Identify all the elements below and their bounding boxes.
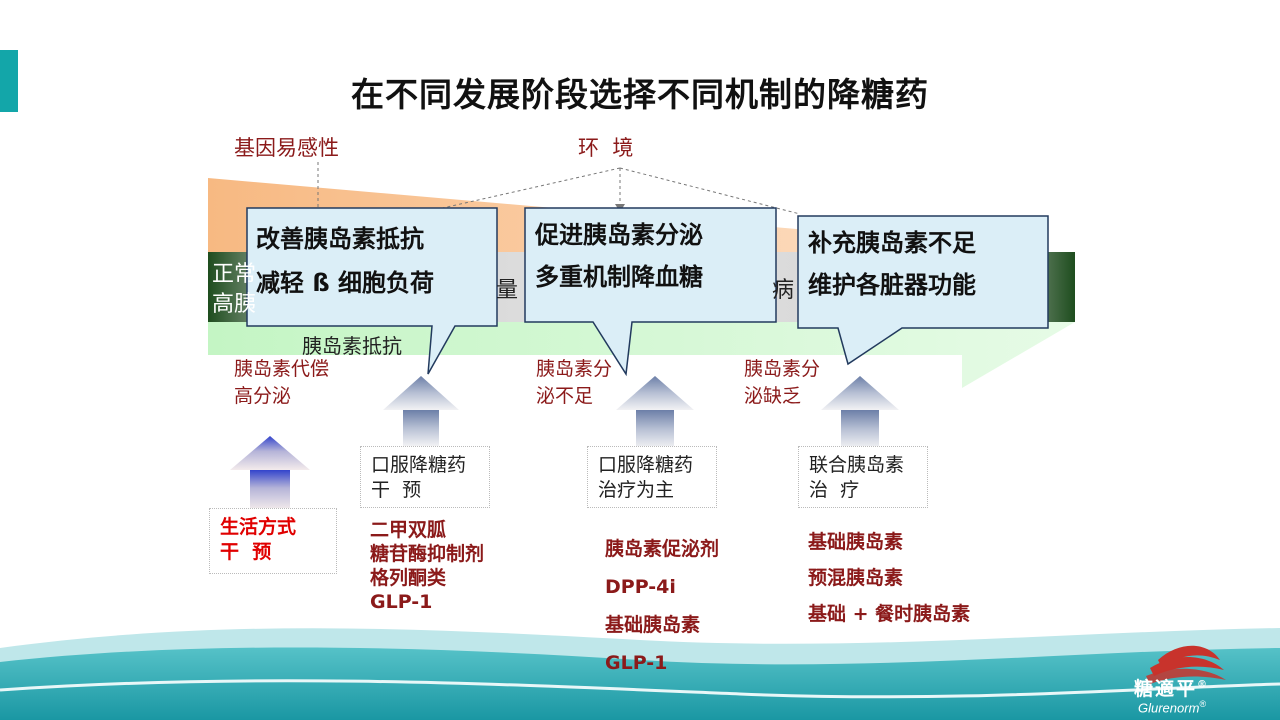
drug-list-oral-intervention: 二甲双胍 糖苷酶抑制剂 格列酮类 GLP-1 — [370, 518, 484, 614]
wave-main — [0, 647, 1280, 720]
wave-white-line — [0, 679, 1280, 699]
brand-logo-icon — [1146, 645, 1226, 684]
callout-bubble-2 — [524, 207, 777, 377]
up-arrow-4 — [821, 376, 899, 448]
drug-list-oral-main: 胰岛素促泌剂 DPP-4i 基础胰岛素 GLP-1 — [605, 530, 719, 682]
insulin-resistance-label: 胰岛素抵抗 — [302, 334, 402, 358]
callout-2-line-2: 多重机制降血糖 — [535, 263, 703, 291]
drug-item: 预混胰岛素 — [808, 567, 904, 589]
stage-label-deficient: 胰岛素分 泌缺乏 — [744, 358, 821, 407]
up-arrow-2 — [383, 376, 459, 446]
bar-left-text-1: 正常 — [212, 262, 257, 287]
env-connector-right — [619, 167, 801, 215]
drug-item: 基础 + 餐时胰岛素 — [808, 603, 971, 625]
callout-bubble-1 — [246, 207, 498, 375]
environment-label: 环 境 — [578, 136, 634, 160]
drug-item: 二甲双胍 — [370, 519, 447, 541]
brand-latin-registered-mark: ® — [1199, 699, 1207, 709]
drug-item: 基础胰岛素 — [605, 614, 701, 636]
gene-susceptibility-label: 基因易感性 — [234, 136, 339, 160]
callout-3-line-2: 维护各脏器功能 — [808, 271, 976, 299]
callout-1-line-1: 改善胰岛素抵抗 — [256, 225, 424, 253]
drug-item: 基础胰岛素 — [808, 531, 904, 553]
bar-middle-fragment-1: 量 — [496, 278, 519, 303]
brand-latin-text: Glurenorm — [1138, 700, 1200, 716]
callout-2-line-1: 促进胰岛素分泌 — [535, 221, 703, 249]
bar-middle-fragment-2: 病 — [772, 278, 795, 303]
treatment-box-oral-intervention: 口服降糖药 干 预 — [360, 446, 490, 508]
up-arrow-1 — [230, 436, 310, 510]
drug-item: 糖苷酶抑制剂 — [370, 543, 485, 565]
accent-bar — [0, 50, 18, 112]
brand-registered-mark: ® — [1197, 679, 1210, 691]
callout-3-line-1: 补充胰岛素不足 — [808, 229, 976, 257]
treatment-box-insulin-combo: 联合胰岛素 治 疗 — [798, 446, 928, 508]
callout-bubble-3 — [797, 215, 1049, 366]
treatment-box-oral-main: 口服降糖药 治疗为主 — [587, 446, 717, 508]
brand-name-text: 糖適平 — [1134, 678, 1198, 700]
brand-latin: Glurenorm® — [1138, 699, 1206, 715]
drug-item: 胰岛素促泌剂 — [605, 538, 720, 560]
drug-item: GLP-1 — [605, 652, 668, 674]
drug-item: 格列酮类 — [370, 567, 447, 589]
page-title: 在不同发展阶段选择不同机制的降糖药 — [351, 75, 929, 114]
callout-1-line-2: 减轻 ß 细胞负荷 — [256, 269, 434, 297]
treatment-box-lifestyle: 生活方式 干 预 — [209, 508, 337, 574]
drug-item: GLP-1 — [370, 591, 433, 613]
drug-item: DPP-4i — [605, 576, 676, 598]
stage-label-insufficient: 胰岛素分 泌不足 — [536, 358, 613, 407]
drug-list-insulin-combo: 基础胰岛素 预混胰岛素 基础 + 餐时胰岛素 — [808, 524, 970, 632]
up-arrow-3 — [616, 376, 694, 448]
brand-name: 糖適平® — [1134, 674, 1209, 701]
bar-left-text-2: 高胰 — [212, 292, 257, 317]
stage-label-compensation: 胰岛素代偿 高分泌 — [234, 358, 330, 407]
